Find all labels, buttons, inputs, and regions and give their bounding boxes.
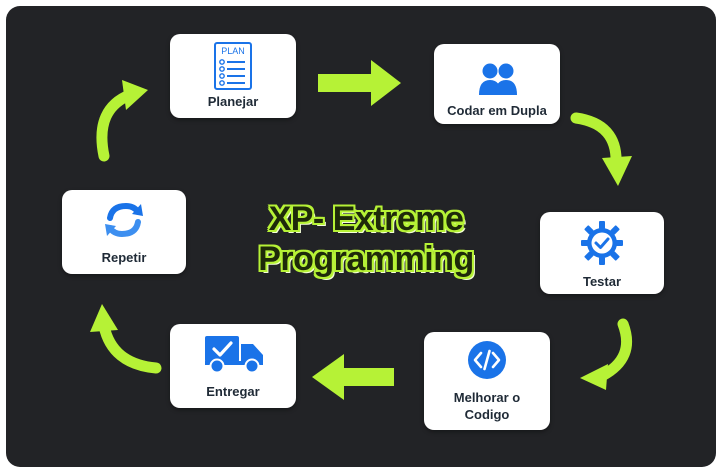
title-line-1: XP- Extreme <box>268 200 464 238</box>
plan-icon-text: PLAN <box>221 46 245 56</box>
delivery-truck-icon <box>205 336 263 374</box>
step-label-entregar: Entregar <box>206 384 260 399</box>
step-card-planejar: PLAN Planejar <box>170 34 296 118</box>
title-line-2: Programming <box>258 240 474 278</box>
diagram-title: XP- Extreme Programming <box>231 199 501 279</box>
arrow-head-entregar-to-repetir <box>90 304 118 332</box>
arrow-testar-to-melhorar <box>596 318 632 382</box>
plan-document-icon: PLAN <box>214 42 252 90</box>
gear-check-icon <box>581 221 623 265</box>
step-label-codar-em-dupla: Codar em Dupla <box>447 103 547 118</box>
step-label-melhorar-line-2: Codigo <box>464 407 510 422</box>
step-card-repetir: Repetir <box>62 190 186 274</box>
arrow-codar-to-testar <box>570 112 622 170</box>
step-label-melhorar-line-1: Melhorar o <box>453 390 521 405</box>
arrow-head-repetir-to-planejar <box>122 80 148 110</box>
arrow-entregar-to-repetir <box>98 320 162 374</box>
step-label-testar: Testar <box>582 274 622 289</box>
step-label-planejar: Planejar <box>207 94 259 109</box>
step-card-entregar: Entregar <box>170 324 296 408</box>
step-label-repetir: Repetir <box>101 250 147 265</box>
diagram-canvas: XP- Extreme Programming PLAN Planejar Co… <box>6 6 716 467</box>
step-card-melhorar-o-codigo: Melhorar o Codigo <box>424 332 550 430</box>
flow-arrows <box>90 60 632 400</box>
pair-users-icon <box>479 63 517 95</box>
arrow-planejar-to-codar <box>318 60 401 106</box>
step-card-testar: Testar <box>540 212 664 294</box>
arrow-head-codar-to-testar <box>602 156 632 186</box>
code-brackets-icon <box>468 341 506 379</box>
step-card-codar-em-dupla: Codar em Dupla <box>434 44 560 124</box>
arrow-head-testar-to-melhorar <box>580 364 608 390</box>
arrow-melhorar-to-entregar <box>312 354 394 400</box>
refresh-cycle-icon <box>105 202 143 238</box>
